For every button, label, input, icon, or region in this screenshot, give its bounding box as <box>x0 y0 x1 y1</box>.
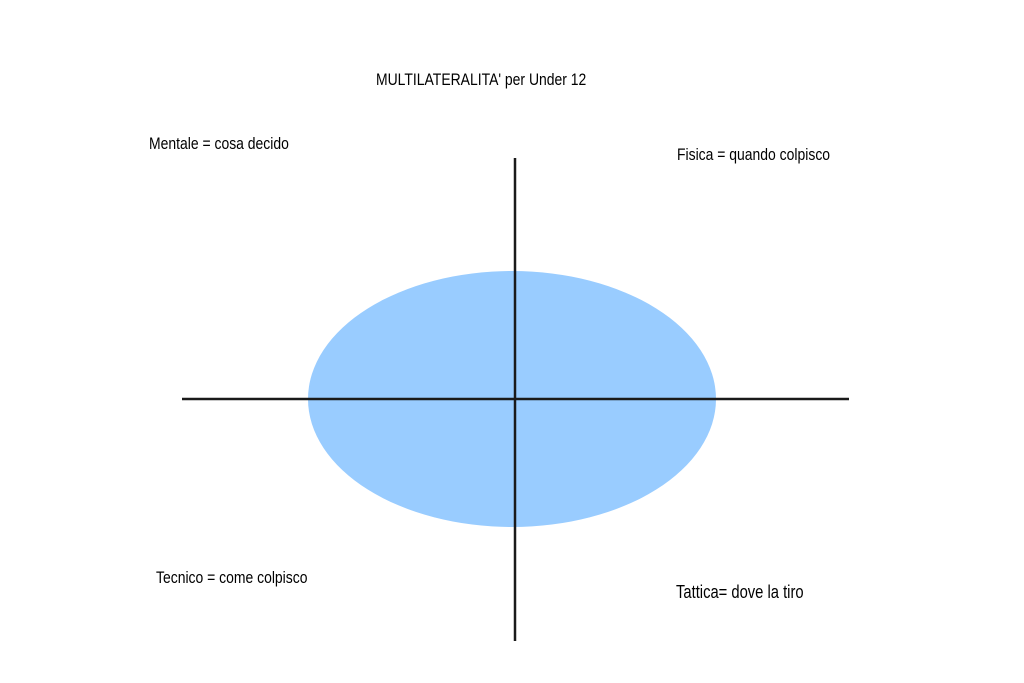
diagram-title: MULTILATERALITA' per Under 12 <box>376 70 587 89</box>
label-mentale: Mentale = cosa decido <box>149 134 289 153</box>
label-tattica: Tattica= dove la tiro <box>676 582 804 602</box>
label-fisica: Fisica = quando colpisco <box>677 145 831 164</box>
label-tecnico: Tecnico = come colpisco <box>156 568 308 587</box>
